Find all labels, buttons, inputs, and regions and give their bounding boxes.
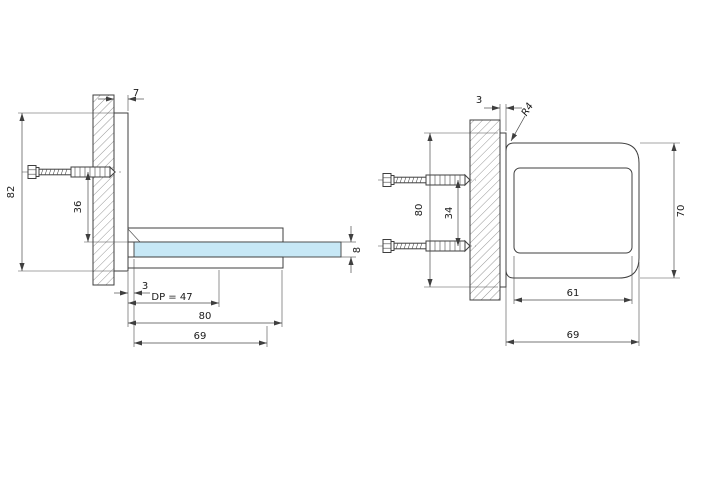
front-view: 3 R4 80 34 70 61 69: [378, 95, 687, 346]
dim-80-right-label: 80: [414, 204, 425, 217]
dim-69-right-label: 69: [567, 330, 580, 341]
clamp-arm-bottom: [127, 256, 284, 269]
glass-panel-side: [133, 241, 342, 258]
anchor-bolt-right-bottom: [382, 239, 471, 253]
dim-70-label: 70: [676, 205, 687, 218]
wall-section-left: [92, 94, 115, 286]
anchor-bolt-left: [27, 165, 116, 179]
mounting-plate-left: [113, 112, 129, 272]
dim-8-label: 8: [352, 247, 363, 253]
dim-3-label: 3: [142, 281, 148, 292]
clamp-chamfer-line: [127, 228, 141, 243]
radius-leader-line: [510, 115, 526, 142]
dim-34-label: 34: [444, 207, 455, 220]
dim-82-label: 82: [6, 186, 17, 199]
mounting-plate-right: [499, 132, 507, 288]
anchor-bolt-right-top: [382, 173, 471, 187]
dim-61-label: 61: [567, 288, 580, 299]
dim-36-label: 36: [73, 201, 84, 214]
dim-80-label: 80: [199, 311, 212, 322]
side-view: 82 36 7 8 3 DP = 47 80 69: [6, 88, 363, 347]
clamp-arm-top: [127, 227, 284, 243]
dim-dp47-label: DP = 47: [151, 292, 192, 303]
wall-section-right: [469, 119, 501, 301]
dim-69-label: 69: [194, 331, 207, 342]
clamp-inner-plate: [513, 167, 633, 254]
dim-3-right-label: 3: [476, 95, 482, 106]
dim-7-label: 7: [133, 88, 139, 99]
dim-r4-label: R4: [520, 101, 536, 118]
